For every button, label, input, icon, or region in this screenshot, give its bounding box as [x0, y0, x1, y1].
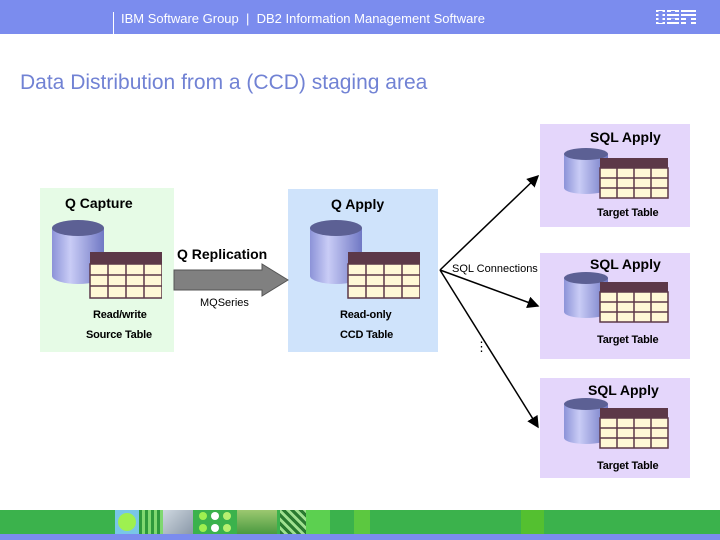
page-title: Data Distribution from a (CCD) staging a… — [20, 71, 428, 94]
header-bar: IBM Software Group | DB2 Information Man… — [0, 0, 720, 34]
source-database-icon — [51, 219, 162, 299]
target-table-label-3: Target Table — [597, 460, 659, 472]
sql-apply-label-2: SQL Apply — [590, 256, 661, 272]
footer-tile-dots — [195, 510, 237, 534]
target-database-icon-1 — [563, 148, 669, 199]
ccd-access-label: Read-only — [340, 309, 392, 321]
sql-apply-label-3: SQL Apply — [588, 382, 659, 398]
source-table-label: Source Table — [86, 329, 152, 341]
source-access-label: Read/write — [93, 309, 147, 321]
footer-tile-accent-1 — [354, 510, 370, 534]
target-database-icon-2 — [563, 272, 669, 323]
footer-tile-field — [237, 510, 277, 534]
footer-tile-stripes — [139, 510, 163, 534]
q-replication-arrow-icon — [173, 263, 289, 297]
ccd-database-icon — [309, 219, 420, 299]
target-table-label-2: Target Table — [597, 334, 659, 346]
ibm-logo-icon — [656, 10, 696, 24]
footer-tile-circle — [115, 510, 139, 534]
q-replication-label: Q Replication — [177, 246, 268, 262]
ccd-table-label: CCD Table — [340, 329, 394, 341]
more-connections-ellipsis: ⋮ — [475, 339, 488, 354]
header-separator — [113, 12, 114, 34]
footer-strip — [0, 534, 720, 540]
sql-apply-label-1: SQL Apply — [590, 129, 661, 145]
q-capture-label: Q Capture — [65, 195, 133, 211]
footer-tile-accent-2 — [521, 510, 544, 534]
footer-tile-leaves — [280, 510, 306, 534]
connection-arrow-3 — [439, 269, 539, 429]
footer-tile-checker — [306, 510, 330, 534]
q-apply-label: Q Apply — [331, 196, 385, 212]
connection-arrow-1 — [439, 174, 540, 271]
connection-arrow-2 — [439, 269, 540, 309]
target-database-icon-3 — [563, 398, 669, 449]
header-title: IBM Software Group | DB2 Information Man… — [121, 11, 485, 26]
sql-connections-label: SQL Connections — [452, 263, 538, 275]
mqseries-label: MQSeries — [200, 297, 249, 309]
footer-tile-diamond — [163, 510, 193, 534]
footer-banner — [0, 510, 720, 534]
target-table-label-1: Target Table — [597, 207, 659, 219]
